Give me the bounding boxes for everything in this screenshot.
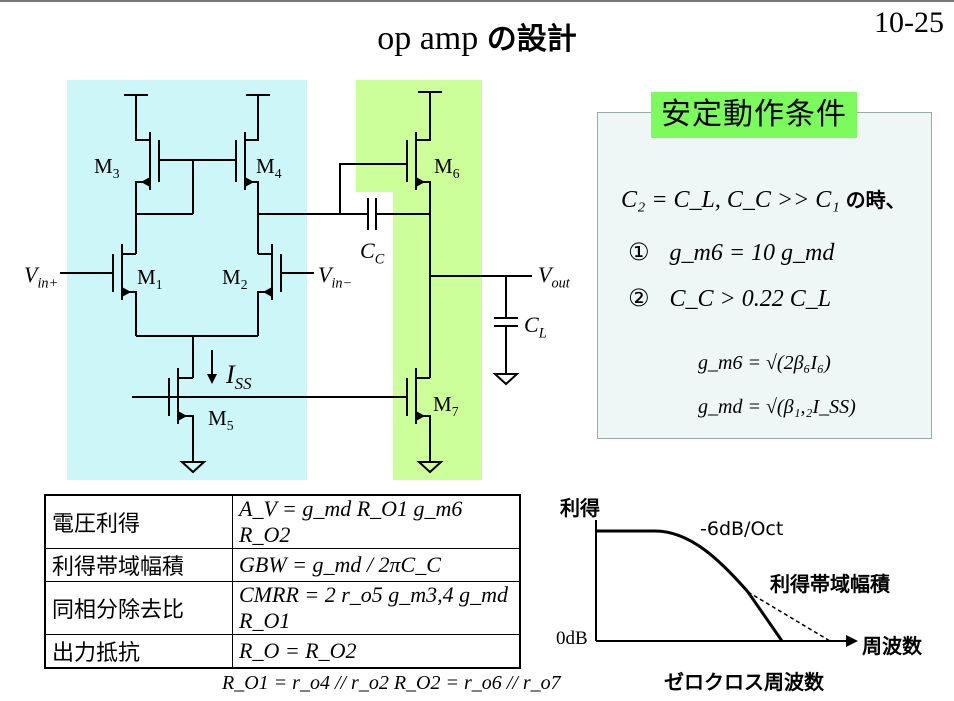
output-stage-region	[356, 80, 482, 480]
gmd-definition: g_md = √(β₁,₂I_SS)	[698, 396, 856, 418]
spec-formula: A_V = g_md R_O1 g_m6 R_O2	[232, 494, 521, 549]
bode-crossover-label: ゼロクロス周波数	[664, 670, 824, 694]
condition-text: C₂ = C_L, C_C >> C₁ の時、	[621, 187, 906, 213]
table-row: 出力抵抗 R_O = R_O2	[44, 634, 521, 669]
bode-ylabel: 利得	[560, 496, 600, 520]
m2-label: M2	[222, 265, 248, 293]
m7-label: M7	[433, 392, 459, 420]
output-resistance-footnote: R_O1 = r_o4 // r_o2 R_O2 = r_o6 // r_o7	[222, 672, 561, 694]
spec-label: 利得帯域幅積	[44, 548, 233, 582]
condition-item-1: ① g_m6 = 10 g_md	[628, 238, 835, 266]
spec-formula: CMRR = 2 r_o5 g_m3,4 g_md R_O1	[232, 581, 521, 635]
condition-item-2: ② C_C > 0.22 C_L	[628, 284, 832, 312]
ground-symbols	[179, 373, 520, 474]
bode-xlabel: 周波数	[862, 634, 922, 658]
page-number: 10-25	[874, 6, 944, 39]
spec-formula: R_O = R_O2	[232, 634, 521, 669]
spec-table: 電圧利得 A_V = g_md R_O1 g_m6 R_O2 利得帯域幅積 GB…	[44, 494, 521, 669]
stability-conditions-box	[597, 112, 932, 439]
table-row: 利得帯域幅積 GBW = g_md / 2πC_C	[44, 548, 521, 582]
x-axis-arrowhead	[846, 635, 858, 647]
stability-conditions-title: 安定動作条件	[651, 92, 857, 138]
vin-minus-label: Vin−	[318, 262, 353, 292]
cc-label: CC	[360, 238, 385, 268]
vin-plus-label: Vin+	[24, 262, 59, 292]
bode-gbw-label: 利得帯域幅積	[770, 572, 890, 596]
diff-stage-region	[67, 80, 307, 480]
m4-label: M4	[256, 154, 282, 182]
spec-formula: GBW = g_md / 2πC_C	[232, 548, 521, 582]
top-rule	[0, 0, 954, 2]
page-title: op amp の設計	[0, 14, 954, 58]
bode-slope-label: -6dB/Oct	[700, 518, 784, 540]
source-arrows	[122, 177, 425, 421]
iss-label: ISS	[226, 360, 252, 394]
spec-label: 同相分除去比	[44, 581, 233, 635]
bode-zero-db-label: 0dB	[556, 628, 588, 649]
vout-label: Vout	[538, 262, 570, 292]
m5-label: M5	[208, 406, 234, 434]
table-row: 同相分除去比 CMRR = 2 r_o5 g_m3,4 g_md R_O1	[44, 581, 521, 635]
title-suffix: の設計	[486, 22, 577, 57]
m1-label: M1	[137, 265, 163, 293]
gbw-extension	[747, 591, 831, 642]
gain-curve	[596, 529, 784, 642]
m6-label: M6	[434, 154, 460, 182]
m3-label: M3	[94, 154, 120, 182]
cl-label: CL	[524, 312, 547, 342]
gm6-definition: g_m6 = √(2β₆I₆)	[698, 352, 831, 374]
title-prefix: op amp	[377, 20, 479, 57]
